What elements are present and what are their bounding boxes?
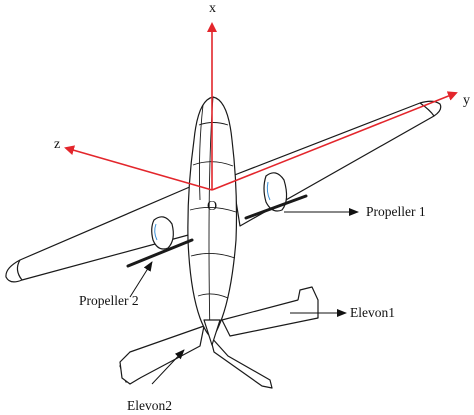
body-axes <box>64 22 458 191</box>
propeller-1-label: Propeller 1 <box>366 204 426 219</box>
propeller-1-blade <box>244 194 308 220</box>
origin-label: O <box>207 199 217 214</box>
y-axis-label: y <box>463 93 470 108</box>
elevon-1-tip <box>297 286 319 318</box>
x-axis-label: x <box>209 1 216 16</box>
propeller-2-label: Propeller 2 <box>79 293 139 308</box>
elevon-1-label: Elevon1 <box>350 305 395 320</box>
right-wing-tip <box>419 102 435 117</box>
elevon-2-label: Elevon2 <box>127 398 172 413</box>
aircraft <box>5 96 442 389</box>
right-nacelle-detail <box>266 181 271 201</box>
elevon-2-arrow <box>151 349 185 385</box>
z-axis-label: z <box>54 137 60 152</box>
z-axis <box>64 145 213 191</box>
left-wing <box>5 185 193 283</box>
left-wing-tip <box>16 259 23 281</box>
y-axis <box>211 91 458 191</box>
elevon-2-tip <box>119 351 141 385</box>
callout-arrows <box>129 208 359 385</box>
left-nacelle-detail <box>154 223 158 241</box>
ventral-fin <box>209 335 273 389</box>
nacelle-details <box>154 181 271 241</box>
left-nacelle <box>151 216 174 250</box>
propeller-2-arrow <box>129 261 153 298</box>
right-nacelle <box>263 172 288 212</box>
tail-cone <box>203 319 221 346</box>
propeller-2-blade <box>126 238 194 268</box>
